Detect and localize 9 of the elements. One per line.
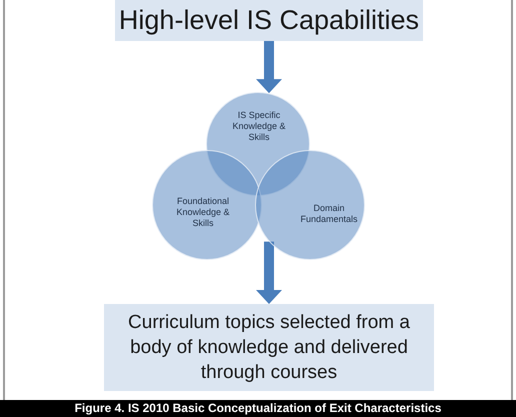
node-text: Domain Fundamentals [299,203,359,225]
caption-bar: Figure 4. IS 2010 Basic Conceptualization of Exit Characteristics [0,400,516,417]
block-arrow [256,41,282,94]
node-text: High-level IS Capabilities [118,4,420,37]
node-text: Foundational Knowledge & Skills [175,196,231,229]
node-text: Curriculum topics selected from a body of knowledge and delivered through courses [127,311,411,385]
node-text: IS Specific Knowledge & Skills [231,110,287,143]
block-arrow [256,242,282,304]
text-box [104,304,434,391]
